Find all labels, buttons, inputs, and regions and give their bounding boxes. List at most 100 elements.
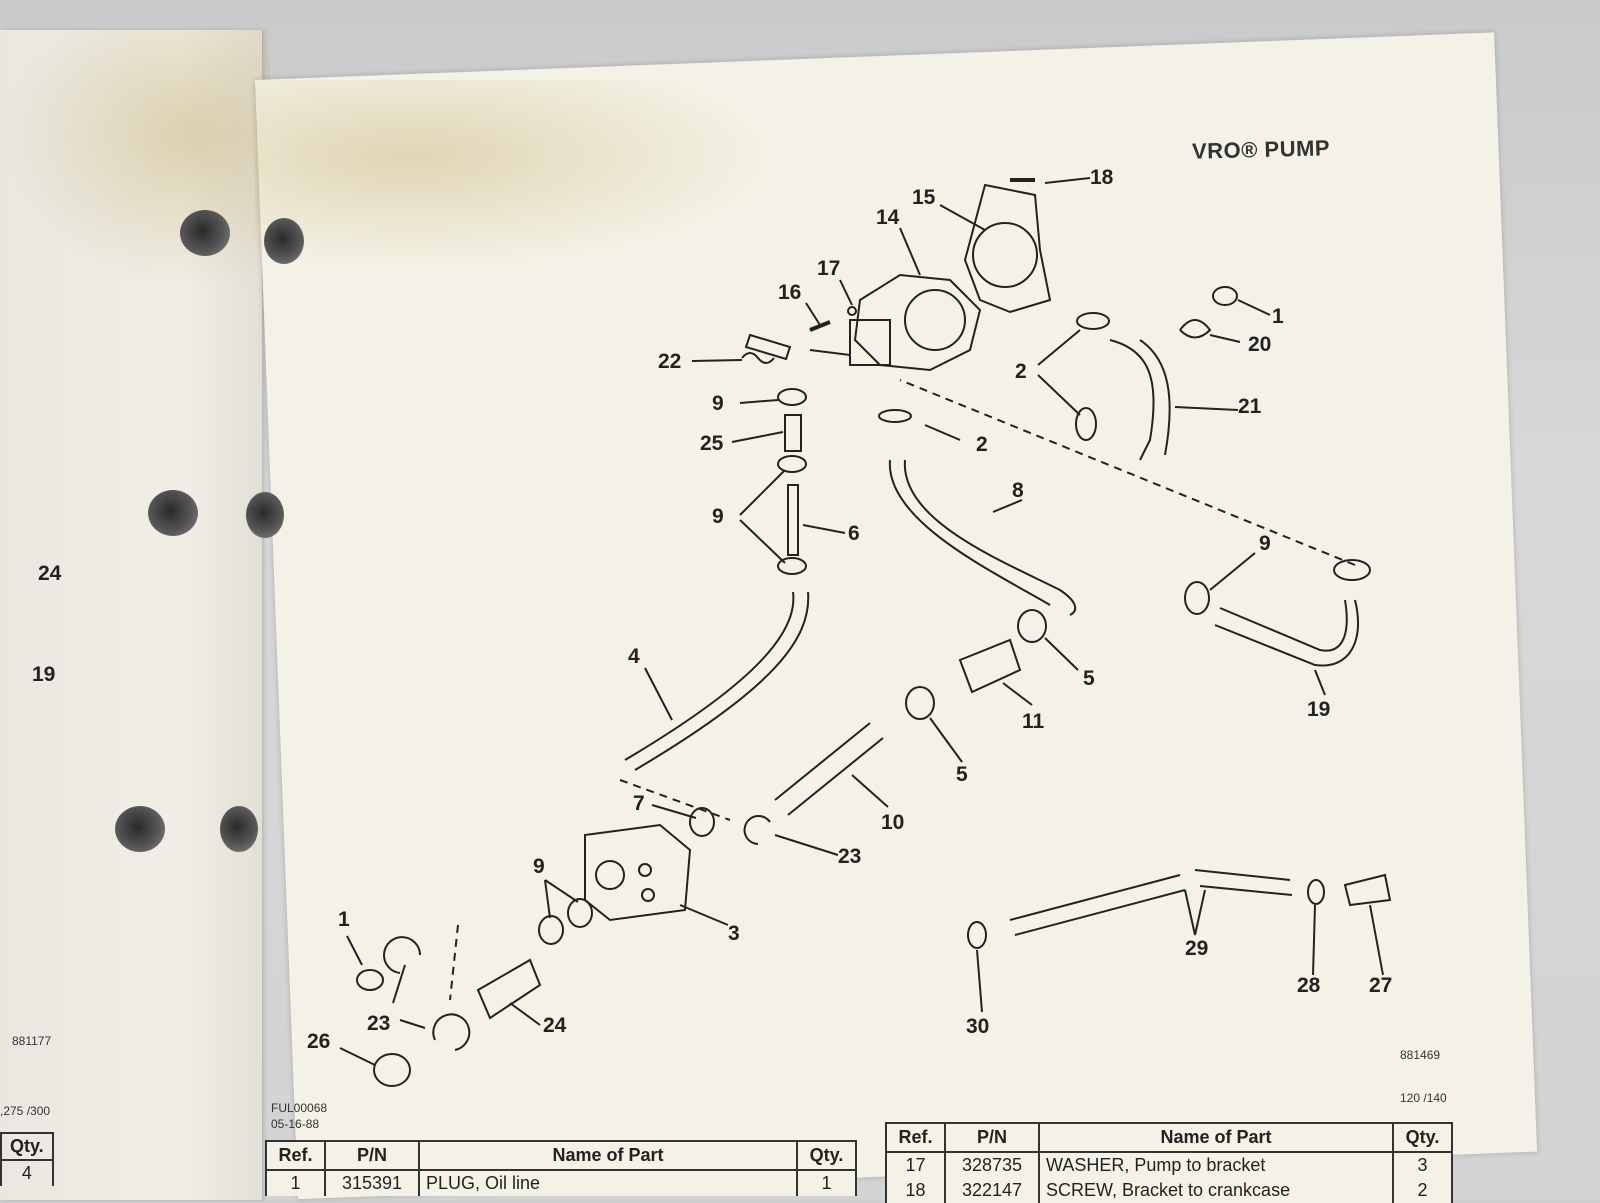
washer-17 (847, 306, 857, 316)
callout-24: 24 (543, 1014, 567, 1037)
leader-line (544, 879, 579, 903)
callout-5-lower: 5 (956, 763, 968, 786)
clamp-20 (1179, 319, 1212, 339)
table-header-qty: Qty. (796, 1140, 857, 1171)
callout-4: 4 (628, 645, 640, 668)
table-row: 18 322147 SCREW, Bracket to crankcase 2 (885, 1178, 1453, 1203)
parts-table-left: Ref. P/N Name of Part Qty. 1 315391 PLUG… (265, 1140, 857, 1196)
water-stain-top (255, 80, 775, 270)
callout-28: 28 (1297, 974, 1321, 997)
row-qty: 2 (1392, 1178, 1453, 1203)
leader-line (1369, 904, 1384, 976)
plug-1 (1212, 286, 1238, 306)
clamp-30 (967, 921, 987, 949)
fitting-26 (373, 1053, 411, 1087)
primer-bulb-3 (584, 823, 692, 922)
fitting-22 (744, 333, 792, 361)
figure-code: 881469 (1400, 1048, 1441, 1062)
leader-line (1044, 637, 1079, 671)
leader-line (644, 667, 673, 721)
table-header-pn: P/N (324, 1140, 420, 1171)
leader-line (691, 359, 743, 362)
callout-18: 18 (1090, 166, 1114, 189)
callout-3: 3 (728, 922, 740, 945)
leader-line (731, 431, 784, 443)
pump-cap (904, 289, 966, 351)
callout-7: 7 (633, 792, 645, 815)
row-name: PLUG, Oil line (418, 1170, 798, 1196)
callout-17: 17 (817, 257, 841, 280)
callout-14: 14 (876, 206, 900, 229)
table-header-name: Name of Part (418, 1140, 798, 1171)
leader-line (509, 1002, 541, 1026)
hose-10 (774, 722, 884, 816)
table-header-ref: Ref. (885, 1122, 946, 1153)
callout-5-right: 5 (1083, 667, 1095, 690)
callout-16: 16 (778, 281, 802, 304)
binder-hole (115, 806, 165, 852)
row-name: WASHER, Pump to bracket (1038, 1152, 1394, 1178)
callout-20: 20 (1248, 333, 1272, 356)
leader-line (839, 279, 853, 306)
callout-30: 30 (966, 1015, 990, 1038)
leader-line (739, 519, 786, 564)
binder-hole (148, 490, 198, 536)
dashed-guide (619, 779, 731, 821)
connector-25 (784, 414, 802, 452)
leader-line (929, 717, 963, 763)
clamp-2 (878, 409, 912, 423)
clamp-9 (1184, 581, 1210, 615)
pump-bracket (963, 183, 1052, 314)
bracket-opening (972, 222, 1038, 288)
callout-6: 6 (848, 522, 860, 545)
callout-1-top: 1 (1272, 305, 1284, 328)
primer-port (595, 860, 625, 890)
callout-21: 21 (1238, 395, 1262, 418)
leader-line (802, 524, 846, 534)
leader-line (1314, 669, 1326, 696)
callout-26: 26 (307, 1030, 331, 1053)
clamp-9 (777, 455, 807, 473)
left-callout-19: 19 (32, 663, 56, 686)
leader-line (774, 834, 839, 856)
row-ref: 1 (265, 1170, 326, 1196)
leader-line (346, 935, 363, 966)
leader-line (1209, 334, 1241, 343)
leader-line (976, 949, 983, 1013)
hose-8 (903, 459, 1077, 616)
parts-table-right: Ref. P/N Name of Part Qty. 17 328735 WAS… (885, 1122, 1453, 1203)
row-ref: 18 (885, 1178, 946, 1203)
binder-hole (180, 210, 230, 256)
callout-8: 8 (1012, 479, 1024, 502)
hose-19 (1214, 599, 1360, 667)
leader-line (1037, 374, 1081, 416)
clamp-28 (1307, 879, 1325, 905)
leader-line (1044, 177, 1091, 184)
callout-23-lower: 23 (367, 1012, 391, 1035)
left-qty-header: Qty. (0, 1132, 54, 1161)
leader-line (544, 879, 551, 919)
clamp-7 (689, 807, 715, 837)
clamp-23 (383, 936, 421, 974)
left-model-code: ,275 /300 (0, 1104, 51, 1118)
plug-1 (356, 969, 384, 991)
callout-9-mid: 9 (712, 505, 724, 528)
primer-port (638, 863, 652, 877)
pump-body (853, 273, 982, 372)
hose-19 (1219, 599, 1348, 652)
callout-9-lower: 9 (533, 855, 545, 878)
leader-line (1209, 552, 1256, 591)
doc-code: FUL00068 (271, 1101, 328, 1115)
row-ref: 17 (885, 1152, 946, 1178)
callout-29: 29 (1185, 937, 1209, 960)
fuel-connector-27 (1343, 873, 1392, 907)
callout-10: 10 (881, 811, 905, 834)
callout-25: 25 (700, 432, 724, 455)
hose-29 (1194, 869, 1293, 896)
callout-22: 22 (658, 350, 682, 373)
table-header-ref: Ref. (265, 1140, 326, 1171)
binder-hole (246, 492, 284, 538)
callout-11: 11 (1022, 710, 1045, 733)
table-header-qty: Qty. (1392, 1122, 1453, 1153)
leader-line (1237, 299, 1271, 316)
